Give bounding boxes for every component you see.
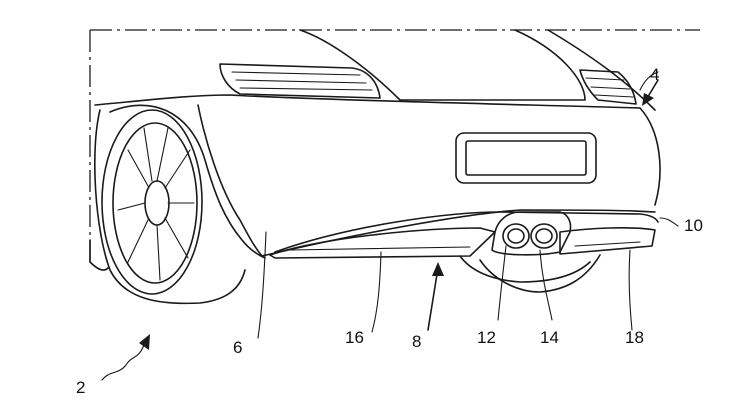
numeral-vehicle: 2	[76, 378, 85, 397]
rear-panel-contour	[640, 108, 660, 205]
left-vent	[220, 64, 380, 98]
numeral-body: 4	[650, 65, 659, 84]
numeral-rear-bumper: 6	[233, 338, 242, 357]
arrowhead-8	[432, 262, 444, 276]
numeral-trim-strip: 10	[684, 216, 703, 235]
exhaust-assembly	[492, 212, 571, 255]
right-vent	[580, 70, 636, 104]
rear-fascia-lower	[198, 105, 262, 256]
numeral-diffuser-assembly: 8	[412, 332, 421, 351]
fender-arch	[110, 105, 265, 258]
arrowhead-2	[139, 334, 150, 350]
arrow-8	[428, 268, 438, 330]
diffuser	[270, 228, 655, 292]
numeral-diffuser-right: 18	[625, 328, 644, 347]
roof-outline-right	[548, 30, 655, 110]
trim-strip	[275, 212, 658, 252]
leader-lines	[102, 72, 678, 380]
numeral-diffuser-left: 16	[345, 328, 364, 347]
numeral-exhaust-tip-right: 14	[540, 328, 559, 347]
license-plate-recess	[456, 133, 596, 183]
numeral-exhaust-tip-left: 12	[477, 328, 496, 347]
